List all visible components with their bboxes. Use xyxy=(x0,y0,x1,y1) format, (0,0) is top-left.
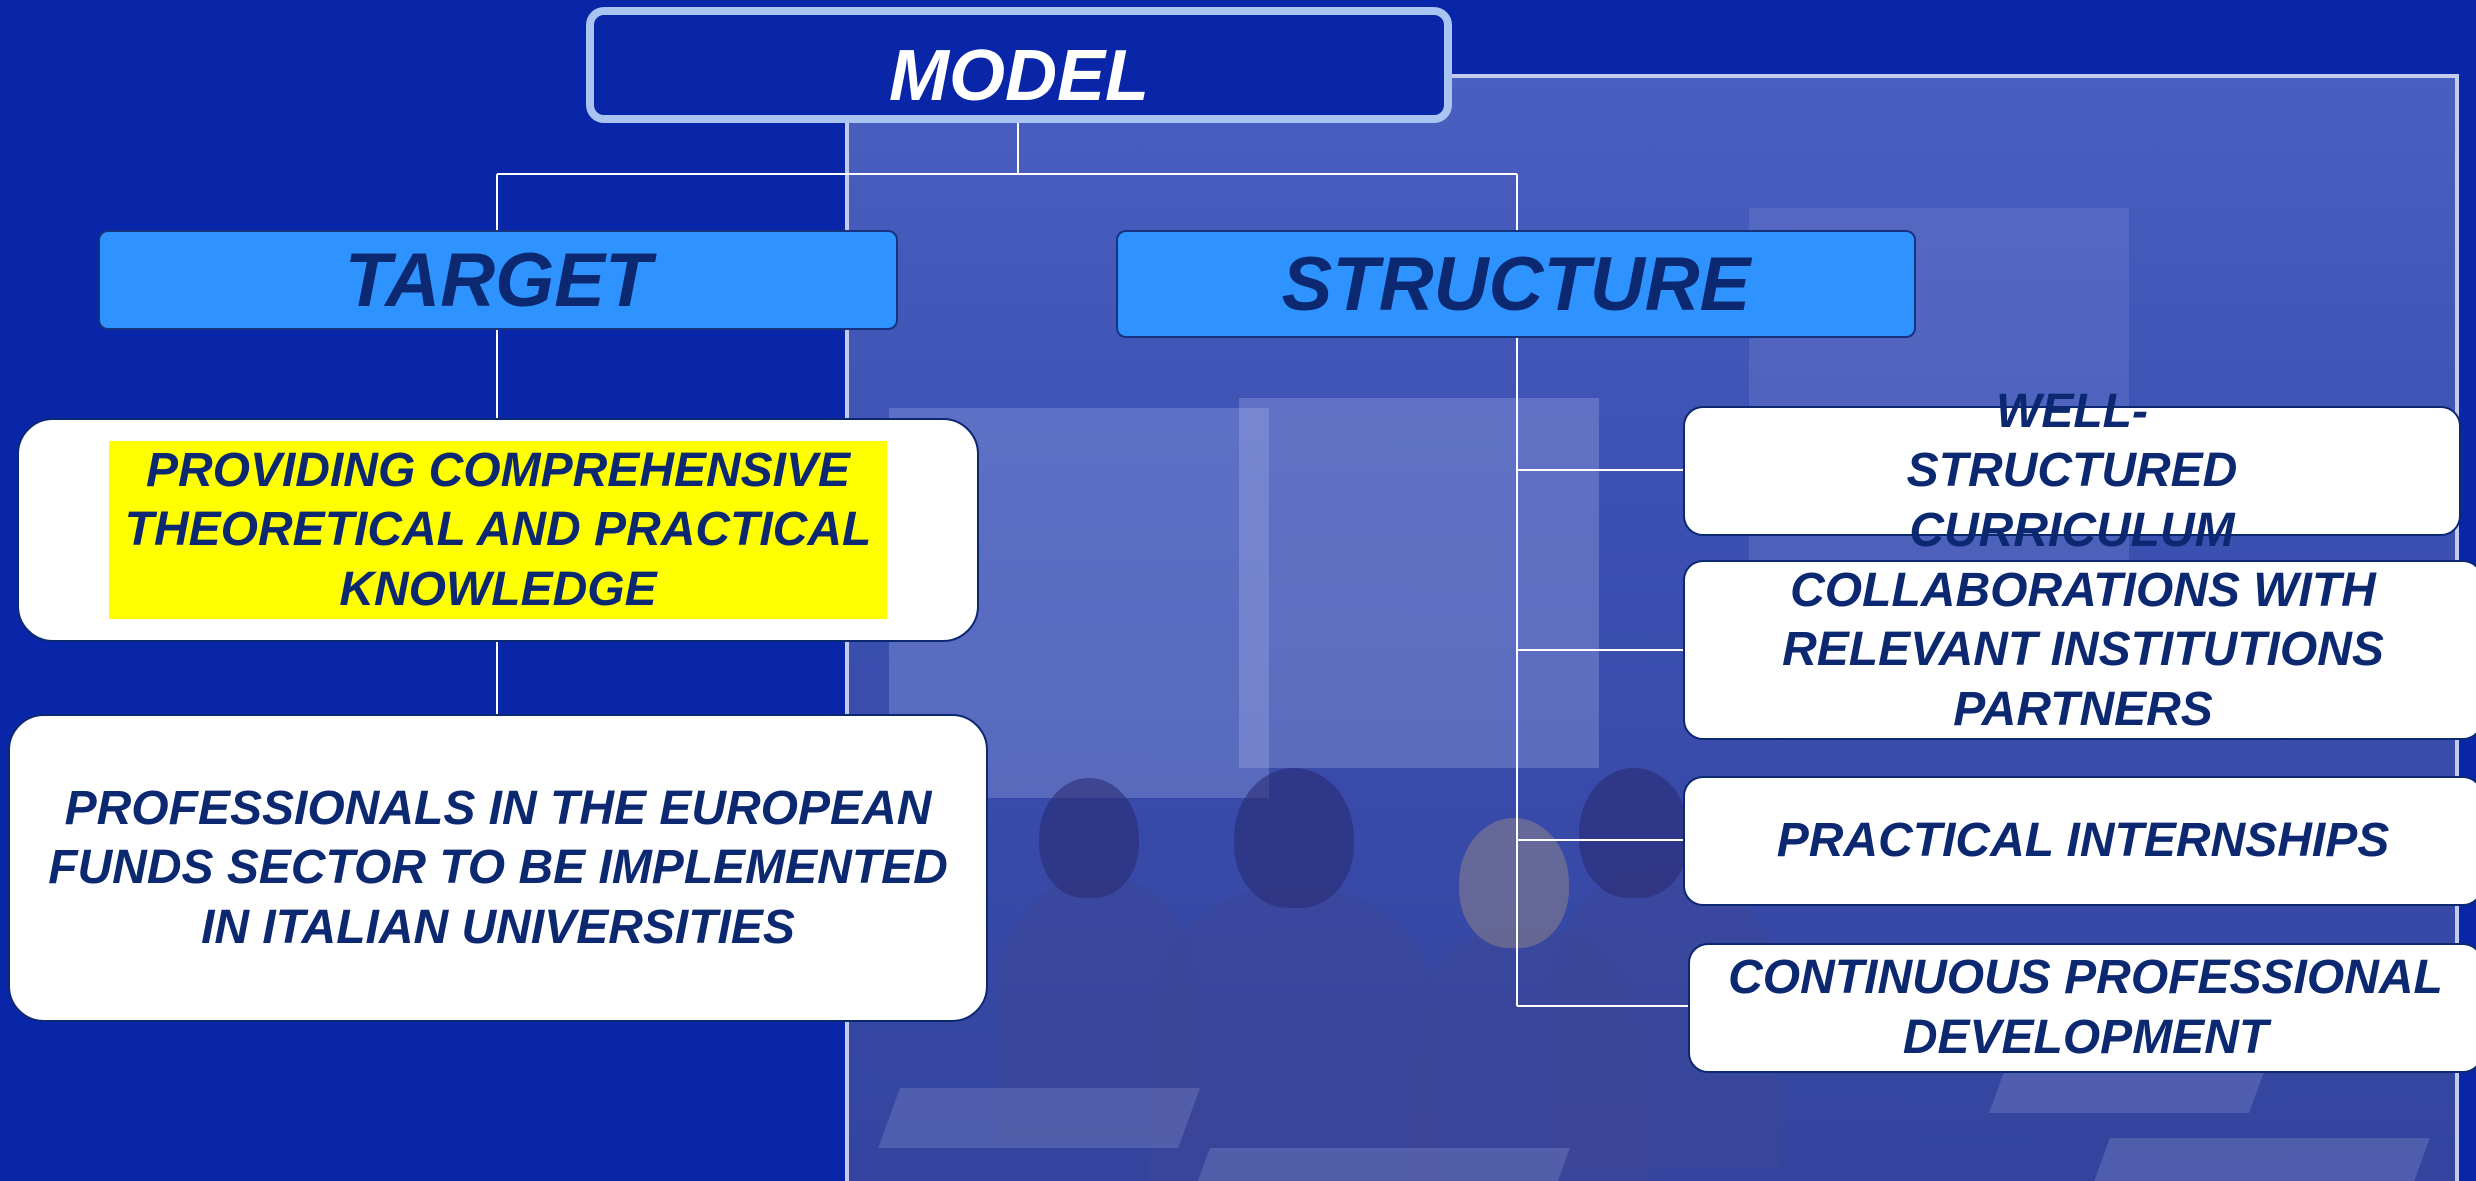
structure-header: STRUCTURE xyxy=(1116,230,1916,338)
target-card-professionals: PROFESSIONALS IN THE EUROPEAN FUNDS SECT… xyxy=(8,714,988,1022)
target-item-professionals: PROFESSIONALS IN THE EUROPEAN FUNDS SECT… xyxy=(48,781,948,954)
target-header: TARGET xyxy=(98,230,898,330)
structure-label: STRUCTURE xyxy=(1281,241,1751,327)
structure-card-internships: PRACTICAL INTERNSHIPS xyxy=(1683,776,2476,906)
model-title: MODEL xyxy=(889,36,1149,116)
target-label: TARGET xyxy=(344,237,652,323)
model-title-box: MODEL xyxy=(586,7,1452,123)
structure-item-development: CONTINUOUS PROFESSIONAL DEVELOPMENT xyxy=(1728,951,2443,1064)
structure-item-curriculum: WELL-STRUCTURED CURRICULUM xyxy=(1906,384,2238,557)
structure-item-internships: PRACTICAL INTERNSHIPS xyxy=(1776,814,2390,868)
structure-card-development: CONTINUOUS PROFESSIONAL DEVELOPMENT xyxy=(1688,943,2476,1073)
target-card-knowledge: PROVIDING COMPREHENSIVE THEORETICAL AND … xyxy=(17,418,979,642)
target-item-knowledge: PROVIDING COMPREHENSIVE THEORETICAL AND … xyxy=(109,440,887,620)
structure-item-collaborations: COLLABORATIONS WITH RELEVANT INSTITUTION… xyxy=(1782,563,2384,736)
structure-card-curriculum: WELL-STRUCTURED CURRICULUM xyxy=(1683,385,2461,557)
structure-card-collaborations: COLLABORATIONS WITH RELEVANT INSTITUTION… xyxy=(1683,560,2476,740)
